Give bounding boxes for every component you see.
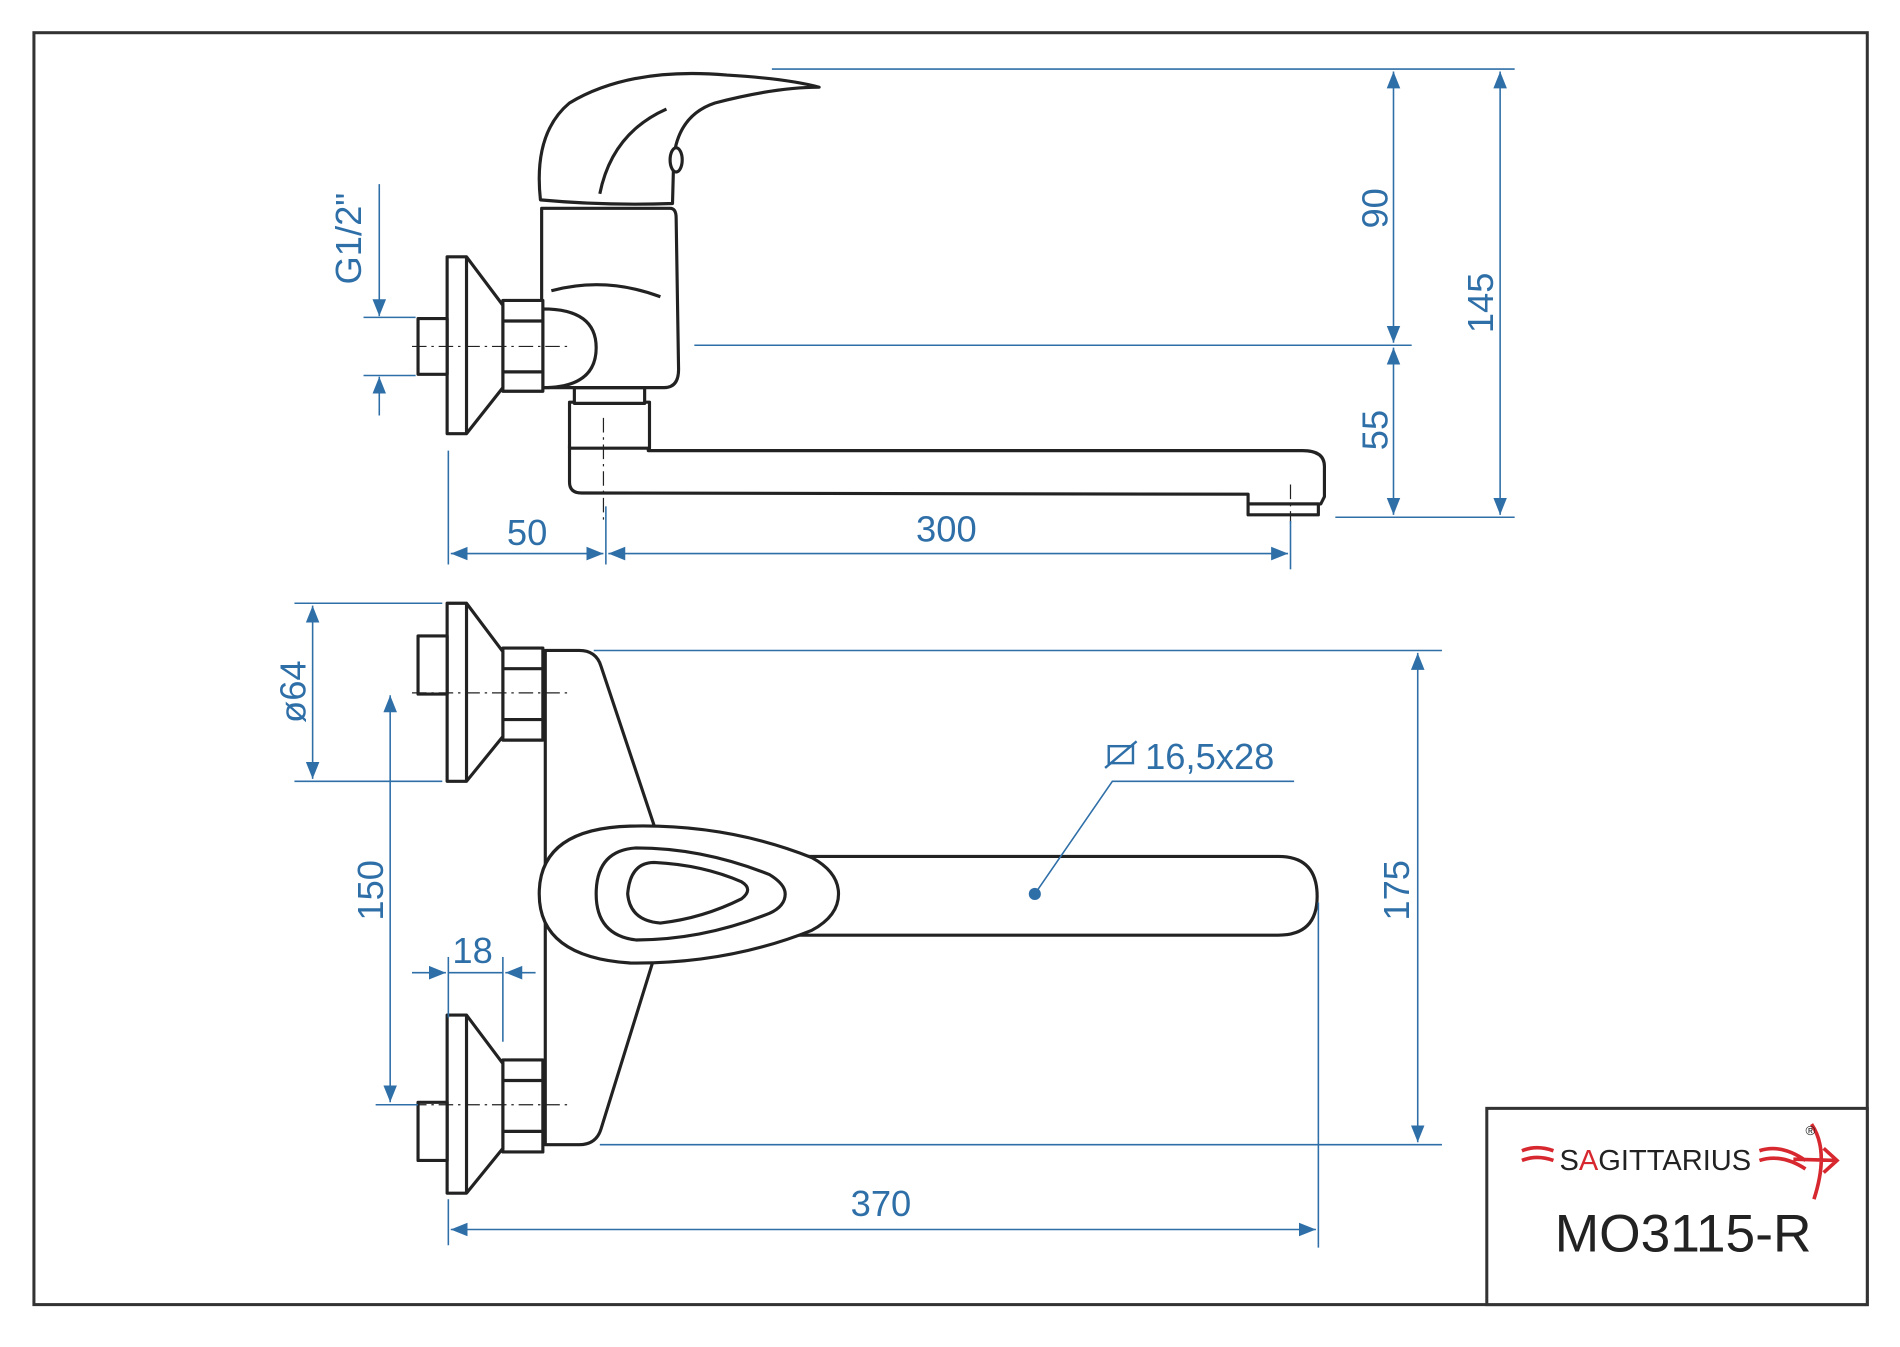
dim-flange-diameter: ø64 xyxy=(272,660,313,723)
hex-nut-side xyxy=(501,298,545,393)
dim-spout-section: 16,5x28 xyxy=(1145,736,1274,777)
spout-side xyxy=(567,444,1327,506)
dim-50: 50 xyxy=(507,512,547,553)
lever-handle xyxy=(537,71,821,206)
dim-370: 370 xyxy=(851,1183,912,1224)
drawing-border xyxy=(32,31,1869,1307)
dim-175: 175 xyxy=(1376,860,1417,921)
brand-logo: SAGITTARIUS ® xyxy=(1521,1123,1840,1200)
model-number: MO3115-R xyxy=(1555,1204,1812,1263)
side-view xyxy=(411,71,1327,524)
top-dimensions: ø64 150 18 175 370 16,5x28 xyxy=(272,602,1442,1248)
brand-name: SAGITTARIUS xyxy=(1560,1145,1752,1177)
dim-145: 145 xyxy=(1460,273,1501,334)
side-dimensions: 90 55 145 G1/2" 50 300 xyxy=(328,68,1515,570)
dome-side xyxy=(541,307,598,390)
rectangle-section-icon xyxy=(1104,740,1138,769)
lower-connector xyxy=(567,400,652,450)
dim-150: 150 xyxy=(350,860,391,921)
dim-18: 18 xyxy=(452,930,492,971)
dim-300: 300 xyxy=(916,508,977,549)
handle-top xyxy=(537,824,841,965)
spout-top xyxy=(773,854,1319,937)
registered-mark: ® xyxy=(1805,1123,1815,1138)
wall-flange-side xyxy=(445,255,505,436)
dim-thread: G1/2" xyxy=(328,193,369,285)
top-view xyxy=(411,601,1319,1195)
title-block: SAGITTARIUS ® MO3115-R xyxy=(1485,1106,1869,1307)
dim-55: 55 xyxy=(1354,410,1395,450)
dim-90: 90 xyxy=(1354,188,1395,228)
